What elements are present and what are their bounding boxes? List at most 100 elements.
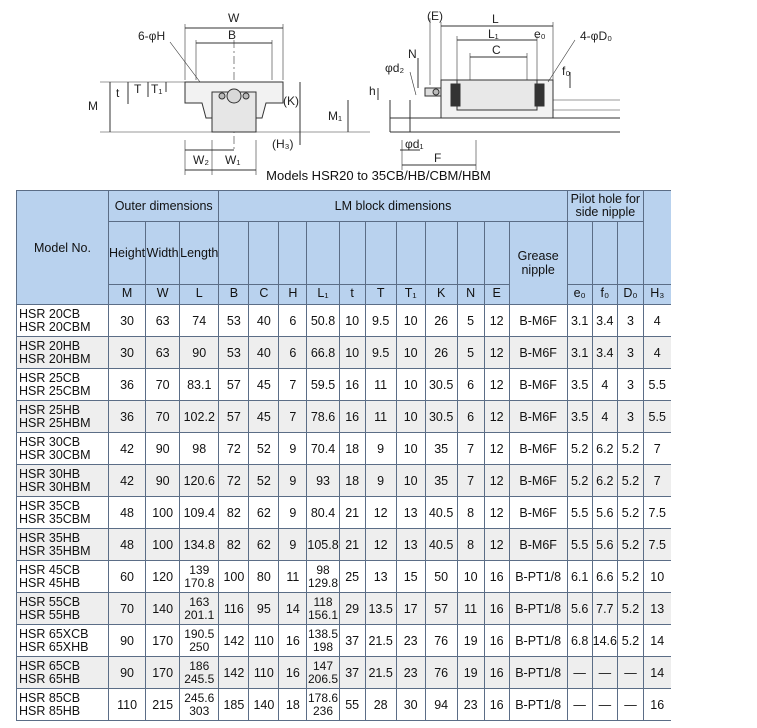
cell-e0: 6.1 xyxy=(566,560,593,593)
cell-l1: 78.6 xyxy=(306,400,340,433)
cell-t: 13.5 xyxy=(364,592,397,625)
cell-m: 110 xyxy=(107,688,147,721)
cell-h: 9 xyxy=(278,464,308,497)
cell-value: 74 xyxy=(192,313,207,328)
cell-t: 12 xyxy=(364,528,397,561)
cell-value: 250 xyxy=(189,639,210,654)
cell-d0: 3 xyxy=(617,336,644,369)
header-h3-spacer xyxy=(643,190,671,285)
cell-e0: 5.5 xyxy=(566,528,593,561)
model-name: HSR 35HB xyxy=(19,530,81,545)
model-name: HSR 20CBM xyxy=(19,319,91,334)
cell-value: 118 xyxy=(313,594,333,609)
cell-t: 21 xyxy=(338,528,366,561)
model-name: HSR 25CBM xyxy=(19,383,91,398)
cell-c: 62 xyxy=(248,528,280,561)
label-t: t xyxy=(116,86,120,100)
header-sym-L1: L₁ xyxy=(306,284,340,305)
cell-value: 198 xyxy=(313,639,334,654)
label-d2: φd₂ xyxy=(385,61,404,75)
cell-t: 29 xyxy=(338,592,366,625)
cell-h3: 7.5 xyxy=(643,496,671,529)
cell-k: 40.5 xyxy=(424,496,458,529)
label-W1: W₁ xyxy=(225,153,240,167)
cell-m: 42 xyxy=(107,432,147,465)
header-sym-K: K xyxy=(424,284,458,305)
label-f0: f₀ xyxy=(562,64,570,78)
header-sym-H3: H₃ xyxy=(643,284,671,305)
cell-t1: 13 xyxy=(395,528,426,561)
model-name: HSR 65CB xyxy=(19,658,81,673)
cell-value: 129.8 xyxy=(308,575,339,590)
cell-m: 90 xyxy=(107,624,147,657)
cell-value: 147 xyxy=(313,658,334,673)
cell-l: 134.8 xyxy=(179,528,220,561)
cell-b: 57 xyxy=(218,368,250,401)
cell-t1: 10 xyxy=(395,304,426,337)
cell-f0: 5.6 xyxy=(591,528,619,561)
header-width: Width xyxy=(145,221,181,285)
header-length: Length xyxy=(179,221,220,285)
cell-h: 7 xyxy=(278,368,308,401)
cell-w: 90 xyxy=(145,432,181,465)
cell-d0: 5.2 xyxy=(617,432,644,465)
cell-value: 66.8 xyxy=(310,345,336,360)
label-T: T xyxy=(134,82,142,96)
header-spacer-f0 xyxy=(591,221,619,285)
cell-h3: 7 xyxy=(643,464,671,497)
cell-c: 45 xyxy=(248,400,280,433)
cell-value: 102.2 xyxy=(183,409,215,424)
cell-k: 94 xyxy=(424,688,458,721)
header-sym-L: L xyxy=(179,284,220,305)
cell-n: 19 xyxy=(456,624,485,657)
cell-e0: — xyxy=(566,688,593,721)
label-W2: W₂ xyxy=(193,153,209,167)
cell-t1: 23 xyxy=(395,624,426,657)
cell-w: 63 xyxy=(145,304,181,337)
cell-l1: 70.4 xyxy=(306,432,340,465)
header-spacer-k xyxy=(424,221,458,285)
cell-w: 100 xyxy=(145,528,181,561)
model-name: HSR 55CB xyxy=(19,594,81,609)
cell-value: 245.6 xyxy=(184,690,215,705)
cell-n: 8 xyxy=(456,496,485,529)
cell-h: 6 xyxy=(278,304,308,337)
cell-m: 36 xyxy=(107,368,147,401)
cell-l: 74 xyxy=(179,304,220,337)
cell-t: 21 xyxy=(338,496,366,529)
header-spacer-l1 xyxy=(306,221,340,285)
cell-n: 5 xyxy=(456,336,485,369)
dimension-table: Model No. Outer dimensions LM block dime… xyxy=(16,190,671,721)
cell-grease: B-M6F xyxy=(508,368,568,401)
cell-l: 83.1 xyxy=(179,368,220,401)
cell-e: 12 xyxy=(483,336,510,369)
cell-value: 303 xyxy=(189,703,210,718)
cell-e0: 5.6 xyxy=(566,592,593,625)
header-sym-D0: D₀ xyxy=(617,284,644,305)
cell-b: 185 xyxy=(218,688,250,721)
cell-t1: 13 xyxy=(395,496,426,529)
cell-t: 18 xyxy=(338,464,366,497)
cell-grease: B-M6F xyxy=(508,304,568,337)
table-header: Model No. Outer dimensions LM block dime… xyxy=(16,190,671,305)
label-6-holes: 6-φH xyxy=(138,29,165,43)
cell-t: 10 xyxy=(338,336,366,369)
cell-value: 186 xyxy=(189,658,210,673)
cell-value: 80.4 xyxy=(310,505,336,520)
cell-t: 10 xyxy=(338,304,366,337)
model-name: HSR 45CB xyxy=(19,562,81,577)
header-sym-t: t xyxy=(338,284,366,305)
cell-h3: 14 xyxy=(643,656,671,689)
cell-h: 16 xyxy=(278,624,308,657)
cell-d0: — xyxy=(617,656,644,689)
cell-f0: 6.2 xyxy=(591,432,619,465)
